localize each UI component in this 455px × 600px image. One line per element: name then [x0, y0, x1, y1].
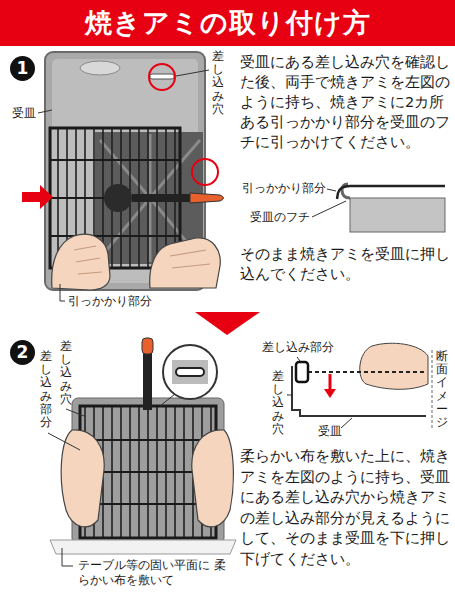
cloth — [50, 540, 236, 554]
title: 焼きアミの取り付け方 — [0, 0, 455, 46]
callout-number: 2 — [17, 344, 29, 361]
part-label: 差し込み穴 — [60, 340, 72, 406]
leader-line — [312, 201, 346, 217]
leader-line — [60, 284, 65, 301]
part-label: 引っかかり部分 — [68, 294, 152, 309]
part-label: 断面イメージ — [436, 350, 448, 429]
grill-grate — [80, 338, 216, 538]
cross-section — [308, 371, 426, 373]
leader-line — [38, 110, 52, 113]
magnifier — [172, 360, 208, 384]
leader-line — [287, 395, 291, 396]
leader-line — [432, 350, 433, 430]
hand — [74, 246, 210, 274]
magnifier — [160, 345, 217, 406]
hand — [52, 234, 221, 290]
title-band: 焼きアミの取り付け方 — [0, 0, 455, 46]
rim-detail — [350, 198, 445, 232]
cross-section — [324, 389, 336, 398]
cross-section — [292, 343, 428, 416]
part-label: 差し込み部分 — [40, 350, 52, 429]
highlight-circle — [149, 64, 175, 90]
leader-line — [287, 350, 432, 430]
hand — [150, 238, 221, 288]
leader-line — [62, 548, 73, 566]
grill-grate — [104, 184, 132, 212]
cross-section — [360, 343, 428, 389]
instruction-text: そのまま焼きアミを受皿に押し込んでください。 — [240, 244, 450, 284]
magnifier — [176, 368, 204, 376]
highlight-circle — [149, 64, 218, 185]
rim-detail — [337, 184, 445, 232]
step-arrow — [195, 312, 260, 335]
tray — [80, 61, 120, 75]
cross-section — [329, 374, 332, 390]
instruction-text: 受皿にある差し込み穴を確認した後、両手で焼きアミを左図のように持ち、焼きアミに2… — [240, 52, 450, 152]
grill-grate — [142, 338, 153, 354]
part-label: 差し込み部分 — [262, 340, 334, 355]
highlight-circle — [192, 159, 218, 185]
leader-line — [66, 409, 84, 416]
cross-section — [292, 366, 426, 416]
rim-detail — [337, 186, 445, 199]
grill-grate — [132, 194, 190, 202]
leader-line — [297, 357, 300, 361]
leader-line — [341, 418, 352, 428]
leader-line — [38, 70, 209, 301]
leader-line — [48, 409, 84, 566]
part-label: 受皿のフチ — [250, 210, 310, 224]
grill-grate — [190, 193, 224, 203]
tray — [150, 74, 174, 79]
leader-line — [176, 70, 209, 76]
hand — [52, 234, 110, 290]
leader-line — [48, 433, 80, 450]
cross-section — [296, 362, 308, 382]
part-label: 受皿 — [12, 106, 36, 121]
leader-line — [327, 189, 336, 191]
hand — [61, 430, 233, 527]
magnifier — [160, 394, 175, 406]
hand — [192, 430, 234, 527]
note-text: テーブル等の固い平面に 柔らかい布を敷いて — [78, 558, 228, 588]
part-label: 受皿 — [318, 424, 342, 439]
part-label: 差し込み穴 — [212, 50, 224, 116]
instruction-text: 柔らかい布を敷いた上に、焼きアミを左図のように持ち、受皿にある差し込み穴から焼き… — [240, 446, 450, 569]
grill-grate — [143, 350, 152, 410]
step-number: 1 — [10, 56, 35, 81]
push-arrow — [22, 185, 53, 209]
part-label: 引っかかり部分 — [242, 181, 326, 195]
step-number: 2 — [10, 340, 35, 365]
part-label: 差し込み穴 — [272, 370, 284, 436]
hand — [61, 430, 104, 527]
callout-number: 1 — [17, 60, 29, 77]
magnifier — [163, 345, 217, 399]
